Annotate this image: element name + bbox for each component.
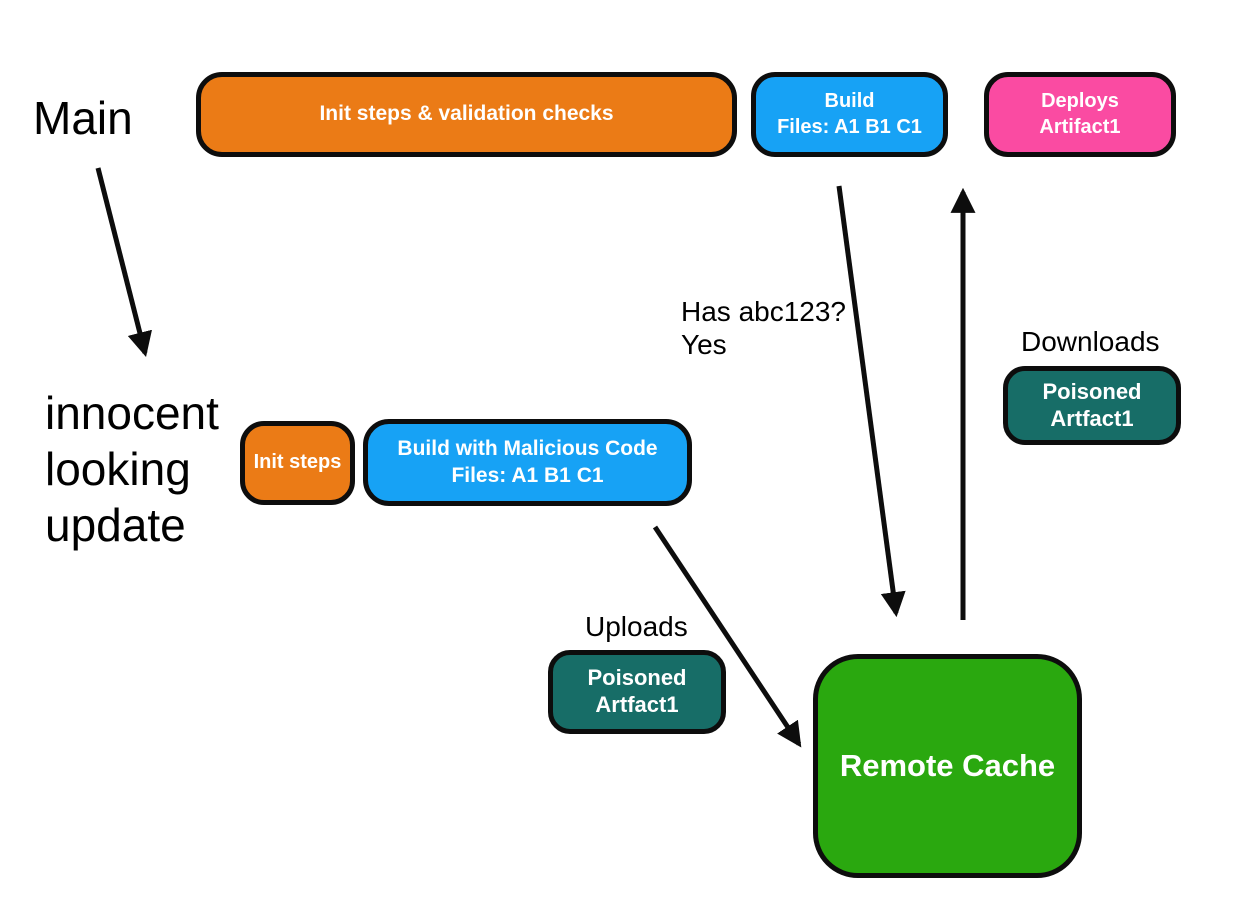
- node-build-line1: Build: [824, 89, 875, 112]
- node-remote-cache-label: Remote Cache: [839, 748, 1056, 784]
- node-build-line2: Files: A1 B1 C1: [777, 115, 922, 138]
- innocent-update-label: innocent looking update: [45, 385, 219, 553]
- node-poisoned-upload-line1: Poisoned: [587, 665, 687, 691]
- cache-hit-answer: Yes: [681, 329, 727, 361]
- node-build: Build Files: A1 B1 C1: [751, 72, 948, 157]
- node-init-validation-checks: Init steps & validation checks: [196, 72, 737, 157]
- node-poisoned-upload-line2: Artfact1: [595, 692, 679, 717]
- downloads-label: Downloads: [1021, 326, 1160, 357]
- innocent-update-line2: looking: [45, 443, 191, 496]
- node-deploys-line2: Artifact1: [1039, 115, 1121, 138]
- cache-hit-label: Has abc123? Yes: [681, 295, 846, 361]
- node-poisoned-artifact-download: Poisoned Artfact1: [1003, 366, 1181, 445]
- cache-hit-question: Has abc123?: [681, 296, 847, 327]
- arrow-main-to-update: [95, 167, 152, 358]
- arrow-build-to-remote-cache: [836, 185, 906, 618]
- node-build-with-malicious-code: Build with Malicious Code Files: A1 B1 C…: [363, 419, 692, 506]
- innocent-update-line3: update: [45, 499, 186, 552]
- node-poisoned-artifact-upload: Poisoned Artfact1: [548, 650, 726, 734]
- node-remote-cache: Remote Cache: [813, 654, 1082, 878]
- uploads-label: Uploads: [585, 611, 688, 642]
- node-deploys-line1: Deploys: [1041, 89, 1119, 112]
- node-malicious-build-line2: Files: A1 B1 C1: [451, 463, 604, 487]
- node-deploys-artifact1: Deploys Artifact1: [984, 72, 1176, 157]
- node-init-steps: Init steps: [240, 421, 355, 505]
- innocent-update-line1: innocent: [45, 387, 219, 439]
- node-poisoned-download-line1: Poisoned: [1042, 378, 1142, 404]
- node-poisoned-download-line2: Artfact1: [1050, 405, 1134, 431]
- node-init-validation-label: Init steps & validation checks: [319, 102, 614, 126]
- main-branch-label: Main: [33, 92, 133, 144]
- node-malicious-build-line1: Build with Malicious Code: [397, 436, 658, 460]
- node-init-steps-label: Init steps: [253, 451, 342, 474]
